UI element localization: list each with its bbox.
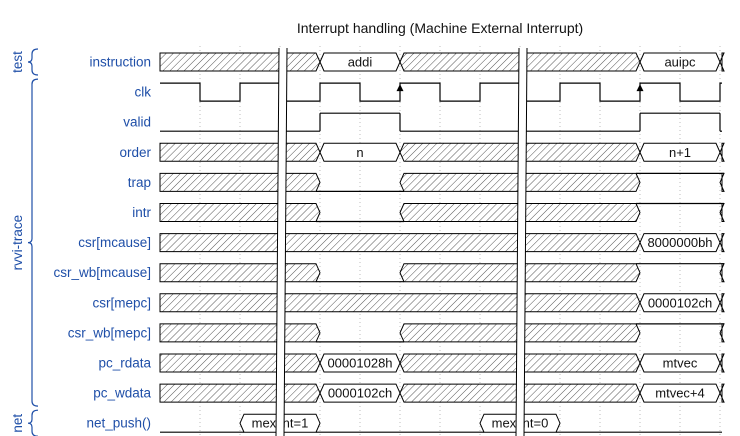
signal-wave: addi auipc: [159, 52, 725, 72]
undefined-segment: [719, 383, 725, 403]
signal-label: clk: [135, 85, 152, 100]
diagram-title: Interrupt handling (Machine External Int…: [297, 20, 583, 36]
undefined-segment: [719, 353, 725, 373]
undefined-segment: [719, 172, 725, 192]
undefined-segment: [159, 383, 321, 403]
time-gap-line: [523, 47, 528, 436]
data-value: mtvec: [663, 356, 698, 371]
signal-wave: [159, 172, 725, 192]
time-gap-line: [283, 47, 288, 436]
undefined-segment: [159, 203, 321, 222]
undefined-segment: [159, 233, 641, 253]
undefined-segment: [159, 142, 321, 162]
group-label: net: [10, 414, 25, 433]
undefined-segment: [159, 353, 321, 373]
signal-label: csr_wb[mepc]: [68, 325, 151, 340]
undefined-segment: [159, 323, 321, 343]
signal-wave: [160, 112, 722, 132]
undefined-segment: [159, 263, 321, 283]
group-bracket: [27, 48, 39, 76]
undefined-segment: [719, 263, 725, 283]
time-gap-line: [515, 47, 520, 436]
signal-wave: [160, 82, 722, 102]
signal-label: csr_wb[mcause]: [53, 265, 151, 280]
signal-wave: mextint=1mextint=0: [160, 413, 722, 433]
data-value: n+1: [669, 145, 691, 160]
signal-label: intr: [132, 205, 151, 220]
data-value: auipc: [664, 55, 696, 70]
undefined-segment: [719, 323, 725, 343]
time-gap-mask: [516, 48, 527, 436]
data-value: 0000102ch: [328, 386, 392, 401]
group-bracket: [27, 409, 39, 436]
signal-wave: 0000102ch mtvec+4: [159, 383, 725, 403]
undefined-segment: [719, 52, 725, 72]
undefined-segment: [159, 172, 321, 192]
signal-label: order: [119, 145, 151, 160]
clock-edge-arrow: [636, 84, 644, 92]
signal-wave: n n+1: [159, 142, 725, 162]
undefined-segment: [719, 142, 725, 162]
undefined-segment: [719, 203, 725, 222]
undefined-segment: [719, 293, 725, 313]
signal-label: instruction: [89, 55, 151, 70]
signal-wave: 00001028h mtvec: [159, 353, 725, 373]
signal-wave: 8000000bh: [159, 233, 725, 253]
time-gap-mask: [276, 48, 287, 436]
signal-label: trap: [128, 175, 151, 190]
time-gap-line: [275, 47, 280, 436]
undefined-segment: [159, 52, 321, 72]
signal-wave: 0000102ch: [159, 293, 725, 313]
signal-label: csr[mcause]: [78, 235, 151, 250]
signal-wave: [159, 263, 725, 283]
signal-wave: [159, 202, 725, 223]
signal-label: csr[mepc]: [92, 295, 151, 310]
data-value: addi: [348, 55, 373, 70]
undefined-segment: [159, 293, 641, 313]
clock-wave: [160, 82, 722, 102]
signal-wave: [159, 323, 725, 343]
data-value: n: [356, 145, 363, 160]
signal-label: pc_wdata: [93, 386, 151, 401]
data-value: 00001028h: [327, 356, 392, 371]
data-value: 0000102ch: [648, 295, 712, 310]
undefined-segment: [719, 233, 725, 253]
clock-edge-arrow: [396, 84, 404, 92]
data-value: mtvec+4: [655, 386, 705, 401]
signal-label: pc_rdata: [98, 356, 151, 371]
signal-label: net_push(): [86, 416, 151, 431]
data-value: 8000000bh: [647, 235, 712, 250]
signal-label: valid: [123, 115, 151, 130]
group-label: rvvi-trace: [10, 215, 25, 271]
group-bracket: [27, 78, 39, 407]
group-label: test: [10, 51, 25, 73]
